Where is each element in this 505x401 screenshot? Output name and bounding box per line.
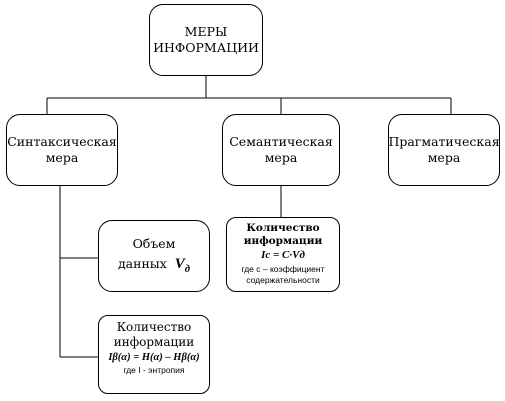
info-syntactic-line1: Количество (116, 320, 192, 334)
info-syntactic-node: Количество информации Iβ(α) = H(α) – Hβ(… (98, 315, 210, 394)
info-semantic-note-line1: где с – коэффициент (241, 264, 325, 274)
info-syntactic-formula: Iβ(α) = H(α) – Hβ(α) (108, 352, 200, 363)
volume-line2: данных Vд (118, 255, 190, 276)
info-semantic-node: Количество информации Ic = C·Vд где с – … (226, 217, 340, 292)
syntactic-line1: Синтаксическая (7, 134, 117, 150)
root-title-line2: ИНФОРМАЦИИ (153, 40, 259, 55)
info-syntactic-line2: информации (113, 335, 195, 349)
volume-label: данных (117, 256, 167, 272)
info-semantic-line1: Количество (246, 222, 320, 234)
semantic-node: Семантическая мера (222, 114, 340, 186)
semantic-line2: мера (264, 150, 298, 165)
semantic-line1: Семантическая (229, 134, 333, 150)
volume-node: Объем данных Vд (98, 220, 210, 292)
volume-symbol: Vд (174, 256, 191, 276)
info-semantic-note-line2: содержательности (246, 274, 320, 285)
volume-line1: Объем (132, 235, 176, 251)
syntactic-node: Синтаксическая мера (6, 114, 118, 186)
syntactic-line2: мера (45, 150, 79, 165)
pragmatic-node: Прагматическая мера (388, 114, 500, 186)
info-semantic-formula: Ic = C·Vд (261, 249, 305, 262)
info-semantic-line2: информации (243, 235, 323, 248)
pragmatic-line1: Прагматическая (388, 134, 500, 150)
root-title-line1: МЕРЫ (184, 24, 228, 40)
root-node: МЕРЫ ИНФОРМАЦИИ (149, 4, 263, 76)
info-syntactic-note: где I - энтропия (123, 365, 185, 376)
pragmatic-line2: мера (427, 150, 461, 165)
